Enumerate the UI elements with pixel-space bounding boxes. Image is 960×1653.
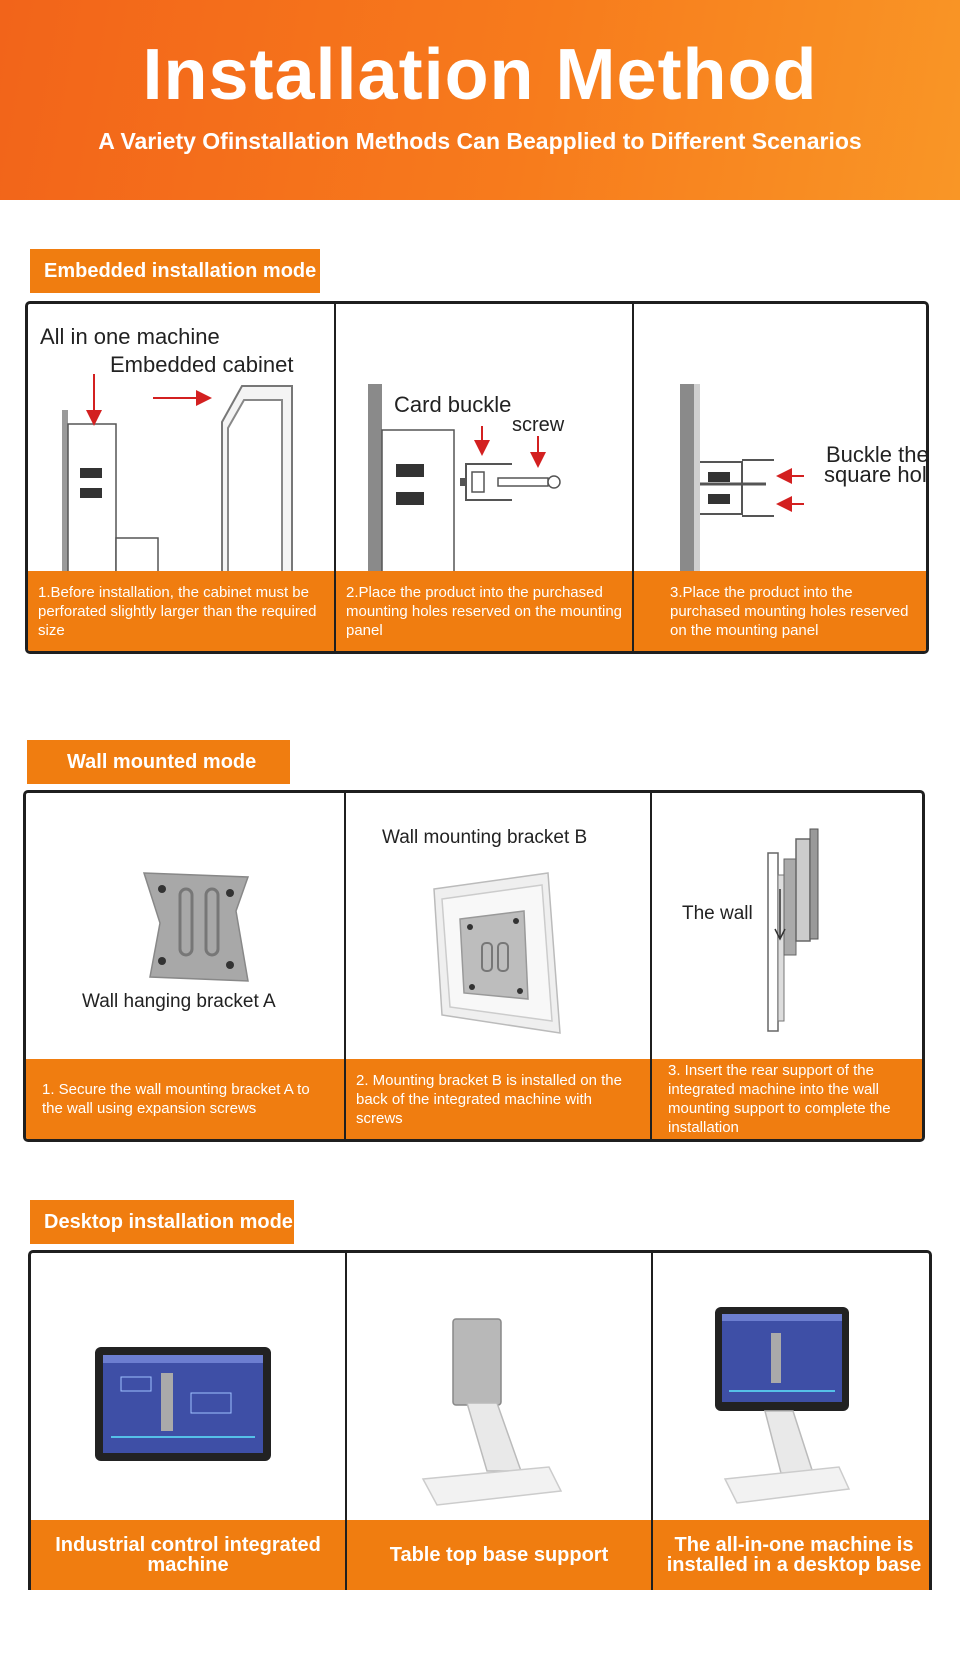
step-caption: 2.Place the product into the purchased m… (336, 571, 632, 651)
section-label-text: Wall mounted mode (67, 750, 257, 773)
step-caption: 3.Place the product into the purchased m… (634, 571, 926, 651)
diagram-label: Buckle the (826, 442, 929, 467)
card-buckle-diagram (336, 304, 632, 574)
desktop-panel: Industrial control integrated machine Ta… (28, 1250, 932, 1590)
diagram-label: square hole (824, 462, 929, 487)
header-banner: Installation Method A Variety Ofinstalla… (0, 0, 960, 200)
desktop-step-1: Industrial control integrated machine (31, 1253, 345, 1590)
section-label-wall: Wall mounted mode (27, 740, 290, 784)
step-caption: 1. Secure the wall mounting bracket A to… (26, 1059, 344, 1139)
step-caption: The all-in-one machine is installed in a… (653, 1520, 929, 1590)
diagram-label: The wall (682, 903, 753, 924)
step-caption: Industrial control integrated machine (31, 1520, 345, 1590)
page-subtitle: A Variety Ofinstallation Methods Can Bea… (98, 128, 862, 154)
diagram-label: Wall mounting bracket B (382, 827, 588, 848)
desktop-step-2: Table top base support (345, 1253, 651, 1590)
step-caption: 1.Before installation, the cabinet must … (28, 571, 334, 651)
machine-on-base-image (653, 1253, 929, 1523)
embedded-step-3: Buckle the square hole 3.Place the produ… (632, 304, 929, 651)
bracket-a-image (26, 793, 344, 1063)
desktop-step-3: The all-in-one machine is installed in a… (651, 1253, 929, 1590)
bracket-b-image (346, 793, 650, 1063)
diagram-label: All in one machine (40, 324, 220, 349)
cabinet-diagram (28, 304, 334, 574)
desktop-base-image (347, 1253, 651, 1523)
section-label-text: Desktop installation mode (44, 1210, 293, 1233)
step-caption: 2. Mounting bracket B is installed on th… (346, 1059, 650, 1139)
section-label-text: Embedded installation mode (44, 259, 317, 282)
page-title: Installation Method (142, 35, 818, 115)
wall-step-1: Wall hanging bracket A 1. Secure the wal… (26, 793, 344, 1139)
embedded-step-2: Card buckle screw 2.Place the product in… (334, 304, 632, 651)
embedded-step-1: All in one machine Embedded cabinet 1.Be… (28, 304, 334, 651)
diagram-label: Wall hanging bracket A (82, 991, 276, 1012)
step-caption: Table top base support (347, 1520, 651, 1590)
wall-step-3: The wall 3. Insert the rear support of t… (650, 793, 922, 1139)
diagram-label: screw (512, 414, 565, 436)
embedded-panel: All in one machine Embedded cabinet 1.Be… (25, 301, 929, 654)
diagram-label: Card buckle (394, 392, 512, 417)
wall-panel: Wall hanging bracket A 1. Secure the wal… (23, 790, 925, 1142)
wall-insert-diagram (652, 793, 922, 1063)
buckle-hole-diagram (634, 304, 926, 574)
wall-step-2: Wall mounting bracket B 2. Mounting brac… (344, 793, 650, 1139)
diagram-label: Embedded cabinet (110, 352, 294, 377)
section-label-embedded: Embedded installation mode (30, 249, 320, 293)
section-label-desktop: Desktop installation mode (30, 1200, 294, 1244)
industrial-machine-image (31, 1253, 345, 1523)
step-caption: 3. Insert the rear support of the integr… (652, 1059, 922, 1139)
